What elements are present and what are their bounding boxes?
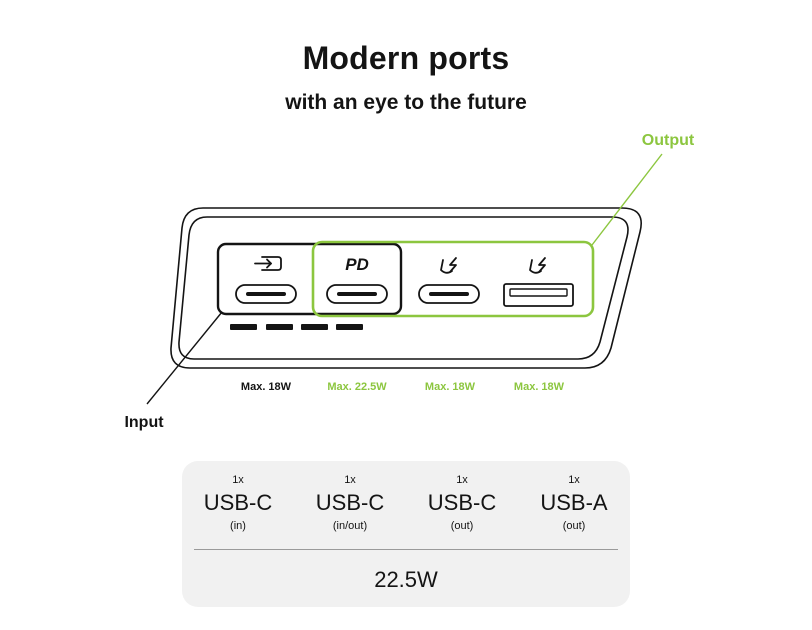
input-label: Input [124,414,164,431]
output-label: Output [642,132,695,149]
power-delivery-icon: PD [345,255,369,274]
usb-c-port-input [235,284,297,304]
port-quantity: 1x [456,474,468,486]
device-outer-outline [170,207,642,369]
battery-level-indicator [230,324,363,330]
fast-charge-bolt-icon [440,257,457,274]
port-summary-column: 1x USB-C (in/out) [294,473,406,533]
usb-c-port-pd-tongue [337,292,377,296]
port-direction: (in/out) [332,520,368,532]
port-max-power-label: Max. 18W [514,381,565,393]
port-type: USB-C [315,490,385,515]
port-quantity: 1x [344,474,356,486]
usb-c-port-output-tongue [429,292,469,296]
usb-a-port-tongue [509,288,568,297]
port-summary-column: 1x USB-C (in) [182,473,294,533]
port-type: USB-A [540,490,608,515]
usb-c-port-pd [326,284,388,304]
total-power: 22.5W [374,567,438,592]
usb-a-port [503,283,574,307]
port-summary-column: 1x USB-C (out) [406,473,518,533]
port-summary-column: 1x USB-A (out) [518,473,630,533]
input-port-box [216,242,403,316]
fast-charge-bolt-icon [529,257,546,274]
port-quantity: 1x [568,474,580,486]
port-quantity: 1x [232,474,244,486]
port-direction: (out) [562,520,586,532]
port-type: USB-C [427,490,497,515]
usb-c-port-output [418,284,480,304]
input-arrow-icon [254,256,282,271]
port-summary-card: 1x USB-C (in) 1x USB-C (in/out) 1x USB-C… [182,461,630,607]
input-callout-line [146,311,223,405]
summary-divider [194,549,618,550]
port-max-power-label: Max. 18W [425,381,476,393]
page-title: Modern ports [302,40,510,76]
output-callout-line [591,153,663,246]
power-bank-diagram: PD Output Input Max. 18W Max. 22.5W Max.… [124,132,695,431]
device-inner-outline [178,216,629,360]
page-subtitle: with an eye to the future [285,91,527,114]
port-type: USB-C [203,490,273,515]
port-max-power-label: Max. 18W [241,381,292,393]
output-port-box [311,240,595,318]
usb-c-port-input-tongue [246,292,286,296]
port-direction: (out) [450,520,474,532]
port-max-power-label: Max. 22.5W [327,381,387,393]
port-direction: (in) [230,520,246,532]
